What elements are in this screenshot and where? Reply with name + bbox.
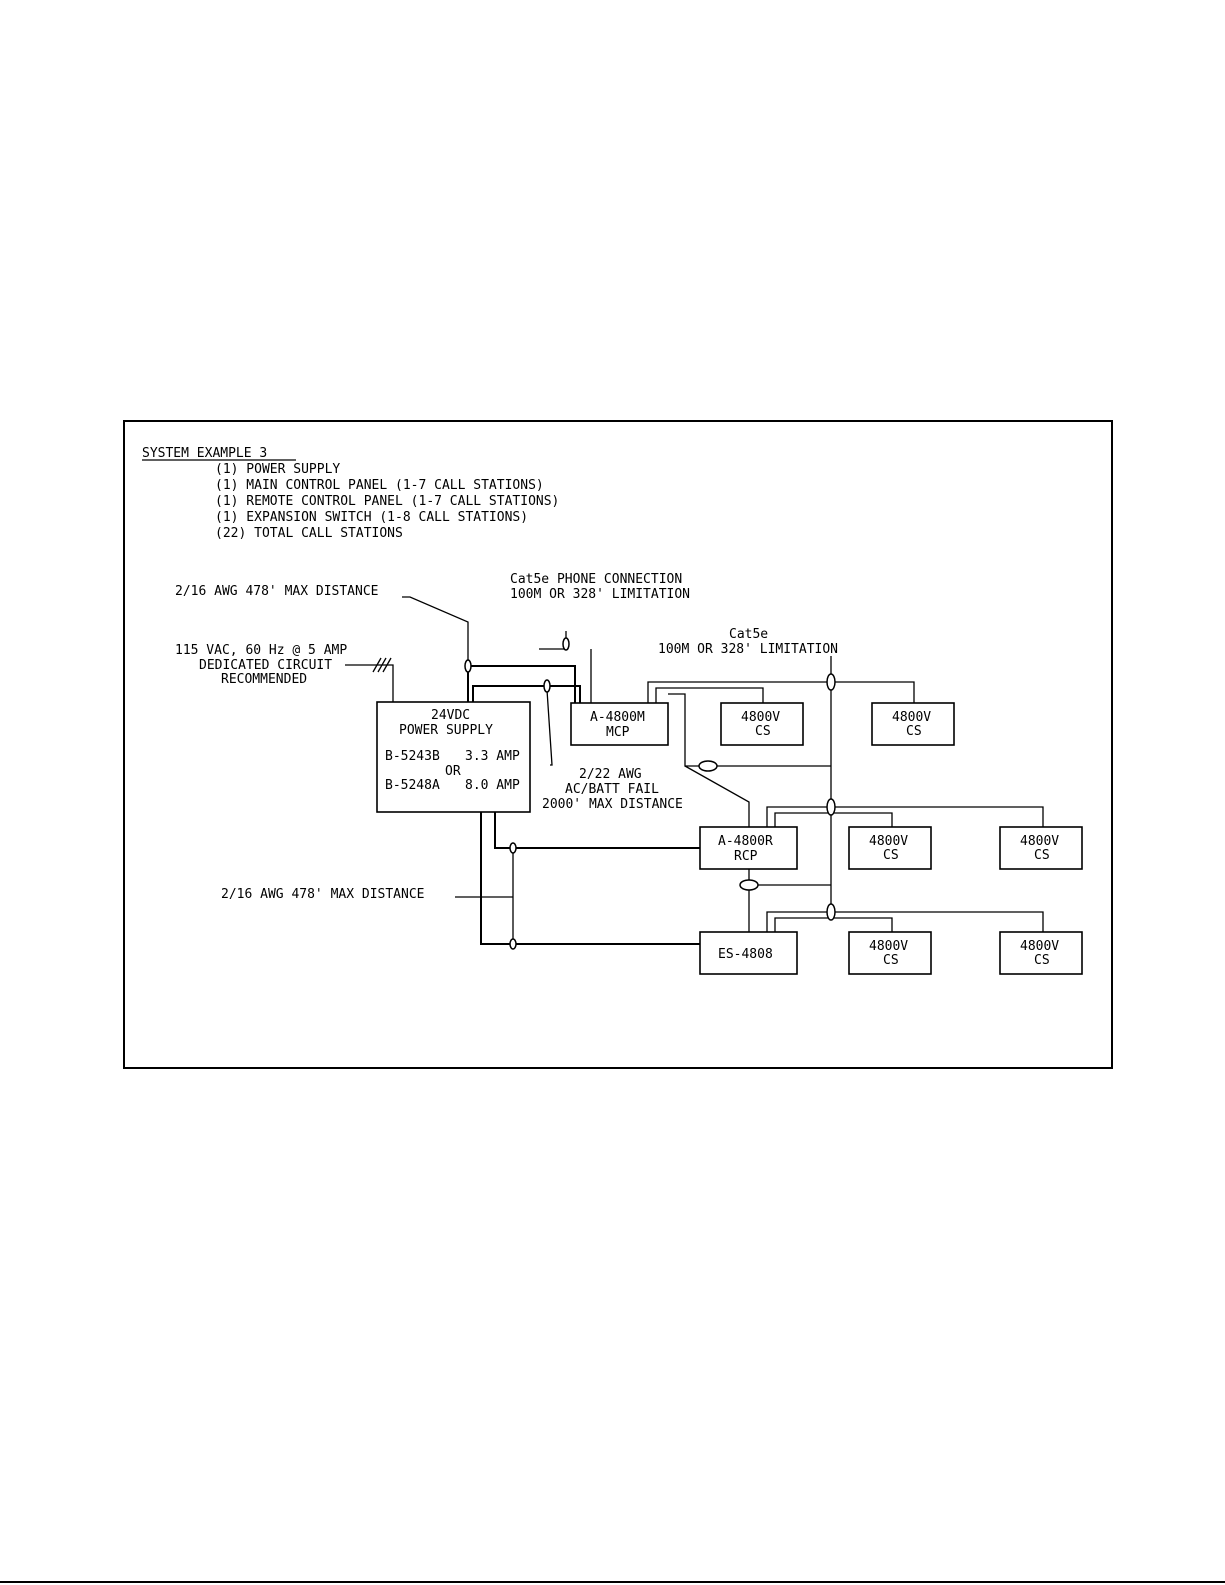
- rcp-row-inner-line: [774, 812, 893, 827]
- alarm-wire-mcp-inner: [472, 685, 581, 703]
- cable-tie: [543, 679, 551, 693]
- mcp-row-outer-line: [647, 681, 915, 703]
- mcp-to-rcp-link: [684, 765, 750, 827]
- mcp-backbone-link: [668, 693, 831, 767]
- cable-tie: [562, 637, 570, 651]
- es-row-outer-line: [766, 911, 1044, 932]
- list-item-main-control-panel: (1) MAIN CONTROL PANEL (1-7 CALL STATION…: [215, 478, 544, 493]
- call-station-line1: 4800V: [1020, 834, 1059, 849]
- call-station-line1: 4800V: [869, 834, 908, 849]
- rcp-row-outer-line: [766, 806, 1044, 827]
- call-station-line2: CS: [906, 724, 922, 739]
- cable-tie: [739, 879, 759, 891]
- ac-hash-1: [372, 657, 382, 673]
- call-station-line2: CS: [883, 848, 899, 863]
- phone-connection-line1: Cat5e PHONE CONNECTION: [510, 572, 682, 587]
- cable-tie: [698, 760, 718, 772]
- call-station-box: [848, 826, 932, 870]
- power-wire-es: [480, 812, 700, 945]
- power-supply-line1: 24VDC: [431, 708, 470, 723]
- cable-tie: [826, 673, 836, 691]
- power-supply-amp1: 3.3 AMP: [465, 749, 520, 764]
- power-supply-or: OR: [445, 764, 461, 779]
- page-bottom-rule: [0, 1581, 1225, 1583]
- system-example-title: SYSTEM EXAMPLE 3: [142, 446, 267, 461]
- mcp-line2: MCP: [606, 725, 630, 740]
- rcp-line2: RCP: [734, 849, 758, 864]
- power-supply-line2: POWER SUPPLY: [399, 723, 493, 738]
- power-supply-box: [376, 701, 531, 813]
- call-station-box: [999, 931, 1083, 975]
- call-station-box: [871, 702, 955, 746]
- power-supply-model2: B-5248A: [385, 778, 440, 793]
- power-wire-rcp: [494, 812, 700, 849]
- mcp-row-inner-line: [655, 687, 764, 703]
- awg16-top-label: 2/16 AWG 478' MAX DISTANCE: [175, 584, 379, 599]
- ac-supply-line: [380, 664, 394, 702]
- list-item-remote-control-panel: (1) REMOTE CONTROL PANEL (1-7 CALL STATI…: [215, 494, 559, 509]
- cat5e-label-line1: Cat5e: [729, 627, 768, 642]
- awg16-bottom-label: 2/16 AWG 478' MAX DISTANCE: [221, 887, 425, 902]
- rcp-box: [699, 826, 798, 870]
- power-wire-mcp-outer: [467, 665, 576, 703]
- call-station-line1: 4800V: [741, 710, 780, 725]
- call-station-line1: 4800V: [1020, 939, 1059, 954]
- ac-label-line1: 115 VAC, 60 Hz @ 5 AMP: [175, 643, 347, 658]
- list-item-total-call-stations: (22) TOTAL CALL STATIONS: [215, 526, 403, 541]
- power-supply-model1: B-5243B: [385, 749, 440, 764]
- power-supply-amp2: 8.0 AMP: [465, 778, 520, 793]
- cable-tie: [826, 903, 836, 921]
- call-station-line2: CS: [755, 724, 771, 739]
- call-station-line2: CS: [1034, 953, 1050, 968]
- rcp-line1: A-4800R: [718, 834, 773, 849]
- phone-connection-line2: 100M OR 328' LIMITATION: [510, 587, 690, 602]
- expansion-switch-label: ES-4808: [718, 947, 773, 962]
- call-station-box: [720, 702, 804, 746]
- cable-tie: [509, 938, 517, 950]
- cable-tie: [509, 842, 517, 854]
- ac-label-line2: DEDICATED CIRCUIT: [199, 658, 332, 673]
- awg22-leader: [546, 689, 553, 766]
- wiring-diagram: SYSTEM EXAMPLE 3 (1) POWER SUPPLY (1) MA…: [142, 446, 1083, 975]
- mcp-box: [570, 702, 669, 746]
- cable-tie: [826, 798, 836, 816]
- awg22-label-line1: 2/22 AWG: [579, 767, 642, 782]
- call-station-line1: 4800V: [869, 939, 908, 954]
- call-station-line2: CS: [1034, 848, 1050, 863]
- rcp-to-es-link: [748, 869, 831, 886]
- es-row-inner-line: [774, 917, 893, 932]
- cat5e-label-line2: 100M OR 328' LIMITATION: [658, 642, 838, 657]
- call-station-box: [848, 931, 932, 975]
- call-station-line1: 4800V: [892, 710, 931, 725]
- awg22-label-line2: AC/BATT FAIL: [565, 782, 659, 797]
- phone-leader: [539, 631, 567, 650]
- awg16-top-leader: [402, 596, 469, 671]
- call-station-box: [999, 826, 1083, 870]
- mcp-line1: A-4800M: [590, 710, 645, 725]
- list-item-expansion-switch: (1) EXPANSION SWITCH (1-8 CALL STATIONS): [215, 510, 528, 525]
- ac-label-line3: RECOMMENDED: [221, 672, 307, 687]
- cable-tie: [464, 659, 472, 673]
- list-item-power-supply: (1) POWER SUPPLY: [215, 462, 340, 477]
- awg22-label-line3: 2000' MAX DISTANCE: [542, 797, 683, 812]
- system-diagram-frame: SYSTEM EXAMPLE 3 (1) POWER SUPPLY (1) MA…: [123, 420, 1113, 1069]
- call-station-line2: CS: [883, 953, 899, 968]
